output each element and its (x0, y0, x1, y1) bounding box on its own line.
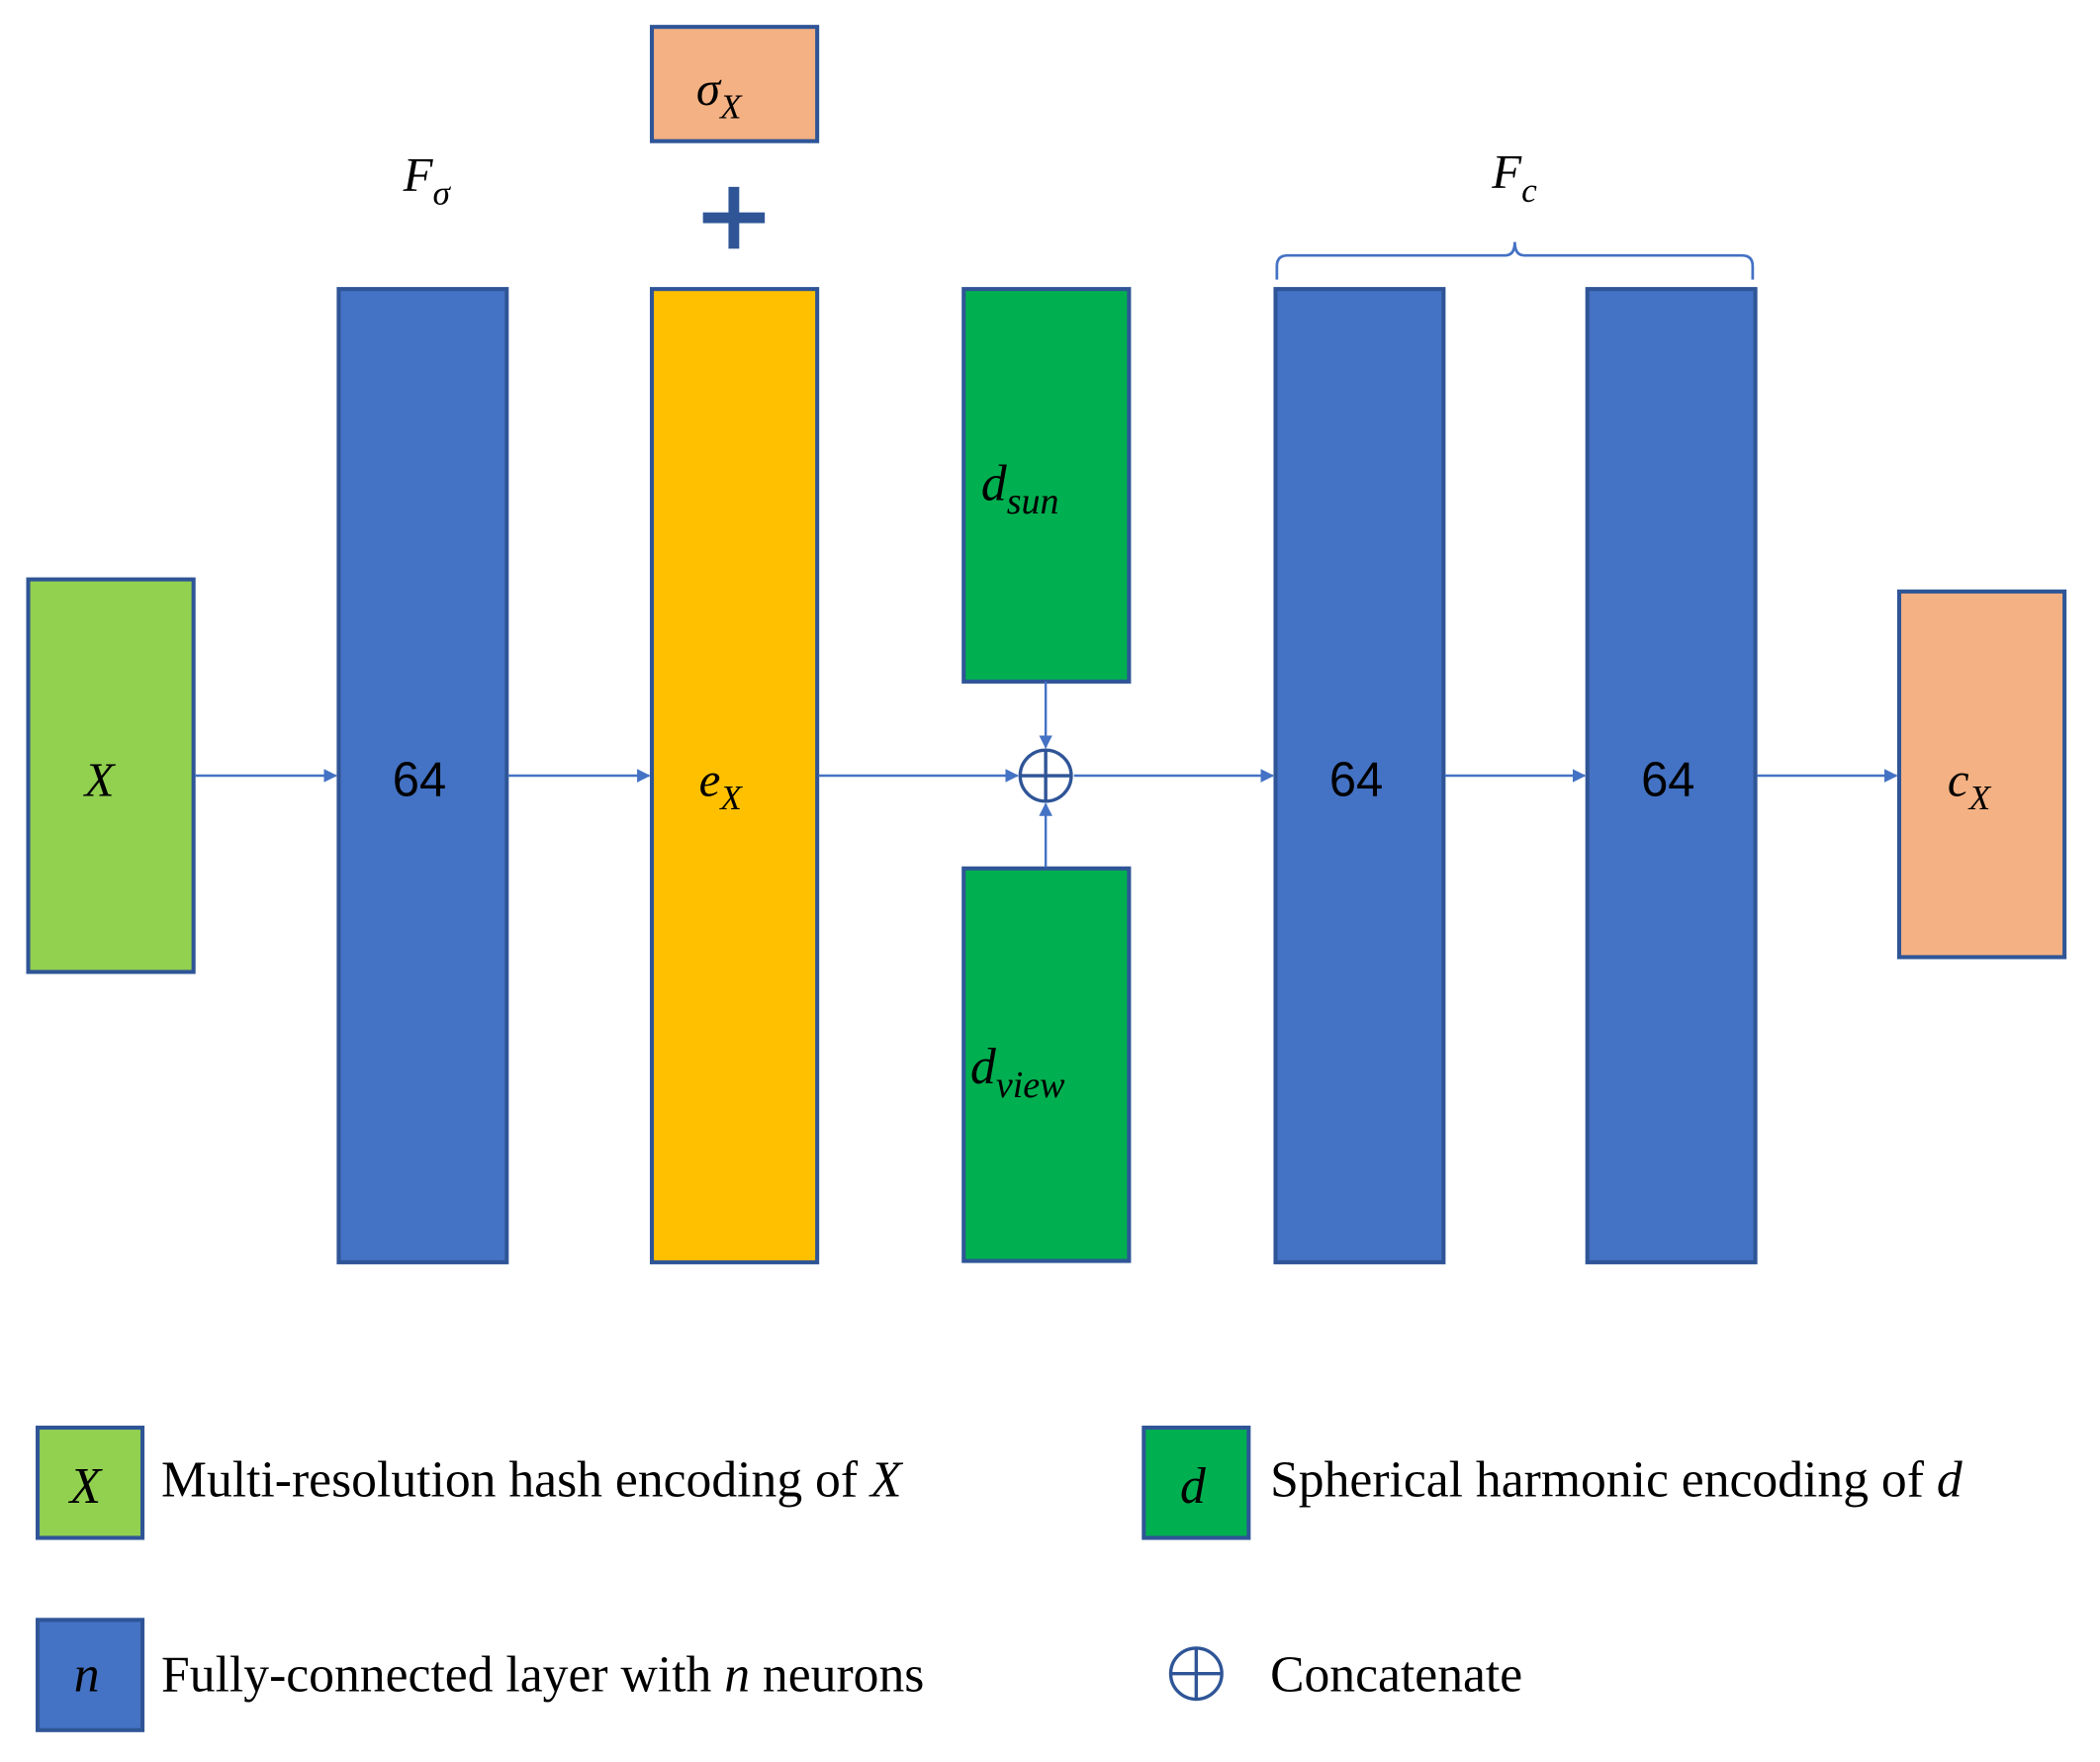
legend: X Multi-resolution hash encoding of X d … (36, 1426, 1963, 1732)
f-c-label: Fc (1491, 144, 1537, 210)
sigma-x-label: σX (696, 61, 743, 127)
d-view-block (961, 866, 1132, 1263)
legend-fc-swatch (36, 1618, 145, 1732)
legend-sh-text: Spherical harmonic encoding of d (1270, 1451, 1963, 1508)
plus-icon (702, 186, 766, 249)
legend-hash-text: Multi-resolution hash encoding of X (161, 1451, 904, 1508)
fc-layer-2-label: 64 (1329, 753, 1383, 806)
flow-arrows (195, 681, 1898, 868)
sigma-x-box (649, 25, 820, 143)
fc-layer-1 (336, 287, 509, 1264)
legend-concat-text: Concatenate (1270, 1646, 1522, 1703)
output-cx-label: cX (1948, 752, 1992, 817)
feature-ex-label: eX (699, 752, 744, 817)
d-sun-block (961, 287, 1132, 684)
legend-sh-swatch (1141, 1426, 1251, 1540)
d-view-label: dview (970, 1039, 1065, 1106)
output-cx-block (1896, 589, 2067, 960)
legend-fc-text: Fully-connected layer with n neurons (161, 1646, 924, 1703)
f-sigma-label: Fσ (403, 147, 452, 213)
fc-layer-1-label: 64 (393, 753, 446, 806)
input-x-block (26, 577, 196, 974)
legend-hash-swatch (36, 1426, 145, 1540)
d-sun-label: dsun (981, 455, 1059, 522)
concat-node-icon (1018, 748, 1073, 803)
feature-ex-block (649, 287, 820, 1264)
legend-fc-swatch-label: n (74, 1646, 100, 1703)
f-c-brace (1275, 241, 1755, 280)
input-x-label: X (83, 752, 117, 806)
legend-sh-swatch-label: d (1180, 1458, 1206, 1515)
legend-concat-icon (1168, 1646, 1224, 1702)
fc-layer-2 (1273, 287, 1446, 1264)
fc-layer-3 (1585, 287, 1758, 1264)
legend-hash-swatch-label: X (68, 1458, 104, 1515)
fc-layer-3-label: 64 (1641, 753, 1694, 806)
